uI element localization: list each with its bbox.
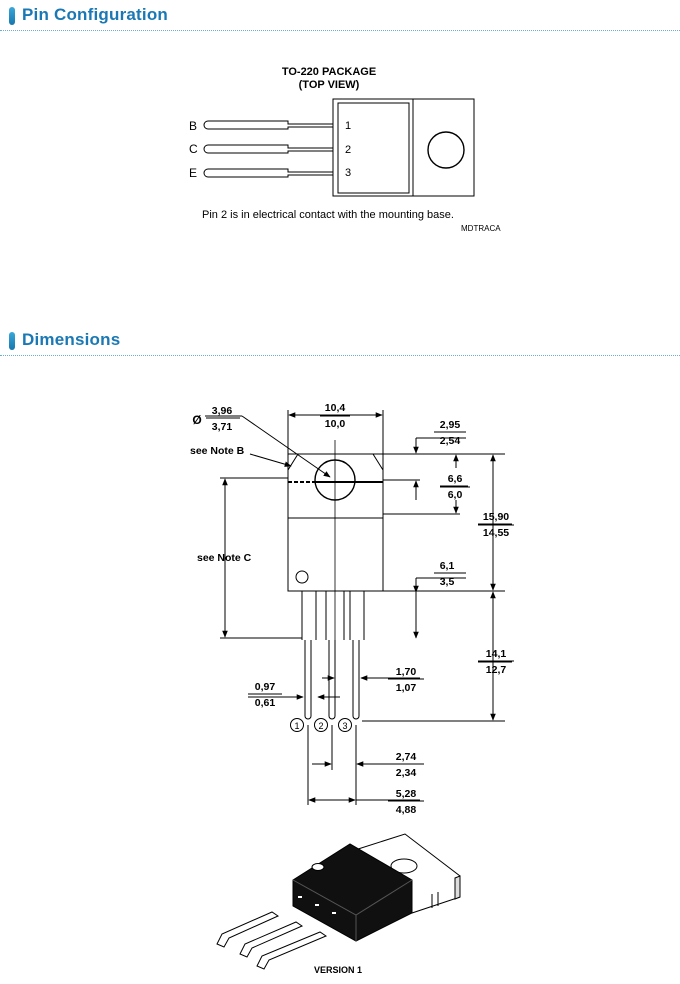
pin-number-3: 3 xyxy=(345,167,351,179)
mounting-hole xyxy=(314,459,356,501)
diameter-leader xyxy=(241,415,331,478)
pin1-marker xyxy=(295,570,309,584)
pin-number-1: 1 xyxy=(345,120,351,132)
hole-pos-min: 6,0 xyxy=(448,489,463,501)
lead-thick-max: 0,97 xyxy=(255,681,276,693)
lead-b xyxy=(203,120,333,130)
width-max: 10,4 xyxy=(325,402,346,414)
version-label: VERSION 1 xyxy=(314,965,362,975)
note-c-label: see Note C xyxy=(197,552,252,564)
span-min: 4,88 xyxy=(396,804,417,816)
pin-number-2: 2 xyxy=(345,144,351,156)
section-marker-icon xyxy=(9,332,15,350)
dimensions-title: Dimensions xyxy=(22,330,121,349)
pin-letter-b: B xyxy=(189,119,197,133)
height-min: 14,55 xyxy=(483,527,509,539)
drawing-code: MDTRACA xyxy=(461,224,501,233)
pin-configuration-header: Pin Configuration xyxy=(0,0,680,32)
tab-chamfer-left xyxy=(287,453,299,471)
pin-label-1: 1 xyxy=(294,721,299,731)
width-min: 10,0 xyxy=(325,418,346,430)
pin-circle-2 xyxy=(314,718,328,732)
mounting-hole xyxy=(427,131,465,169)
diameter-symbol: Ø xyxy=(192,413,201,427)
package-title: TO-220 PACKAGE xyxy=(282,66,376,78)
section-marker-icon xyxy=(9,7,15,25)
package-inner-body xyxy=(337,102,410,194)
lead-c xyxy=(203,144,333,154)
package-3d-illustration xyxy=(216,833,461,970)
lead-w-max: 1,70 xyxy=(396,666,417,678)
height-max: 15,90 xyxy=(483,511,509,523)
lead-3 xyxy=(349,591,365,720)
lead-w-min: 1,07 xyxy=(396,682,417,694)
tab-thick-min: 2,54 xyxy=(440,435,461,447)
dimensions-header: Dimensions xyxy=(0,325,680,357)
span-max: 5,28 xyxy=(396,788,417,800)
note-b-leader xyxy=(249,453,292,467)
pin-circle-3 xyxy=(338,718,352,732)
section-divider xyxy=(0,355,680,356)
lead-len-max: 14,1 xyxy=(486,648,507,660)
package-outline xyxy=(287,453,384,592)
body-len-max: 6,1 xyxy=(440,560,455,572)
mounting-note: Pin 2 is in electrical contact with the … xyxy=(202,209,454,221)
pin-label-3: 3 xyxy=(342,721,347,731)
pin-circle-1 xyxy=(290,718,304,732)
pin-letter-e: E xyxy=(189,166,197,180)
tab-thick-max: 2,95 xyxy=(440,419,461,431)
pin-label-2: 2 xyxy=(318,721,323,731)
hole-pos-max: 6,6 xyxy=(448,473,463,485)
package-subtitle: (TOP VIEW) xyxy=(299,79,360,91)
tab-hole xyxy=(390,858,418,874)
pin-letter-c: C xyxy=(189,142,198,156)
pitch-max: 2,74 xyxy=(396,751,417,763)
tab-chamfer-right xyxy=(372,453,384,471)
plastic-body xyxy=(287,517,384,592)
lead-2 xyxy=(325,591,345,720)
body-len-min: 3,5 xyxy=(440,576,455,588)
lead-1 xyxy=(301,591,317,720)
note-b-label: see Note B xyxy=(190,445,245,457)
pin-configuration-diagram: TO-220 PACKAGE (TOP VIEW) B C E 1 2 3 Pi… xyxy=(189,66,501,233)
lead-len-min: 12,7 xyxy=(486,664,507,676)
lead-e xyxy=(203,168,333,178)
pin-configuration-title: Pin Configuration xyxy=(22,5,168,24)
section-divider xyxy=(0,30,680,31)
pin1-dimple xyxy=(311,863,325,871)
hole-dia-min: 3,71 xyxy=(212,421,233,433)
pitch-min: 2,34 xyxy=(396,767,417,779)
hole-dia-max: 3,96 xyxy=(212,405,233,417)
lead-thick-min: 0,61 xyxy=(255,697,276,709)
